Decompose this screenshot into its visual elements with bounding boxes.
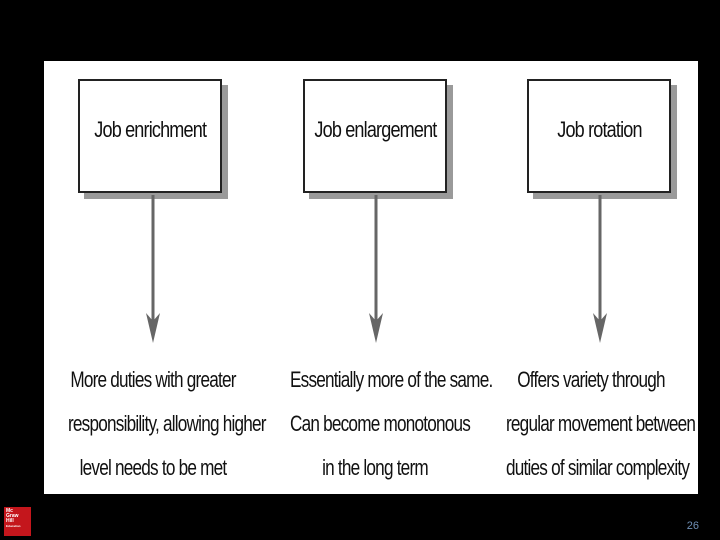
- logo-line: Hill: [6, 518, 14, 524]
- description-line: duties of similar complexity: [505, 455, 690, 480]
- mcgraw-hill-logo: Mc Graw Hill Education: [4, 507, 31, 536]
- concept-title: Job rotation: [556, 117, 642, 142]
- description-line: Essentially more of the same.: [289, 367, 493, 392]
- concept-title: Job enlargement: [313, 117, 437, 142]
- logo-line: Mc: [6, 508, 13, 514]
- concept-job-enlargement: Job enlargement Essentially more of the …: [266, 61, 493, 494]
- description-line: in the long term: [322, 455, 429, 480]
- down-arrow-icon: [593, 195, 607, 343]
- concept-box: Job rotation: [527, 79, 671, 193]
- concept-title: Job enrichment: [94, 117, 207, 142]
- description-line: More duties with greater: [70, 367, 236, 392]
- concept-description: Offers variety through regular movement …: [482, 358, 700, 490]
- page-number: 26: [686, 520, 699, 532]
- concept-description: Essentially more of the same. Can become…: [266, 358, 493, 490]
- description-line: responsibility, allowing higher: [67, 411, 267, 436]
- description-line: Offers variety through: [517, 367, 665, 392]
- down-arrow-icon: [146, 195, 160, 343]
- description-line: Can become monotonous: [289, 411, 471, 436]
- concept-job-rotation: Job rotation Offers variety through regu…: [482, 61, 700, 494]
- down-arrow-icon: [369, 195, 383, 343]
- logo-line: Graw: [6, 513, 19, 519]
- concept-box: Job enlargement: [303, 79, 447, 193]
- concept-description: More duties with greater responsibility,…: [44, 358, 267, 490]
- description-line: regular movement between: [505, 411, 696, 436]
- concept-box: Job enrichment: [78, 79, 222, 193]
- concept-job-enrichment: Job enrichment More duties with greater …: [44, 61, 267, 494]
- diagram-panel: Job enrichment More duties with greater …: [44, 61, 698, 494]
- description-line: level needs to be met: [79, 455, 228, 480]
- logo-line: Education: [6, 524, 21, 528]
